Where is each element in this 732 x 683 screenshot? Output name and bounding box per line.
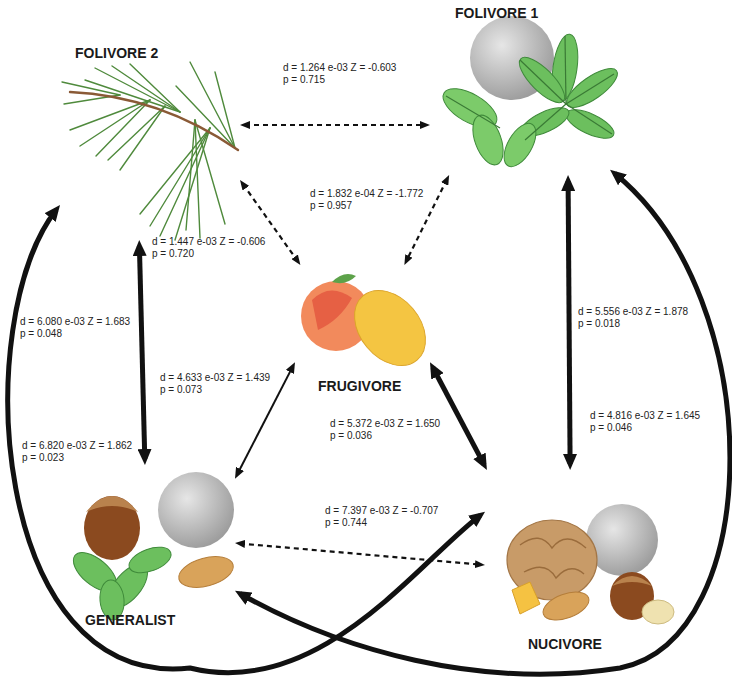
serrated-leaf-part (467, 111, 509, 169)
statistic-label: d = 1.264 e-03 Z = -0.603 p = 0.715 (283, 62, 399, 86)
pine-needles-part (186, 120, 195, 230)
pine-needles-part (140, 128, 210, 214)
almond (539, 587, 592, 626)
group-label: GENERALIST (85, 612, 175, 628)
mango (340, 277, 440, 380)
comparison-arrow (433, 368, 484, 465)
statistic-label: d = 6.080 e-03 Z = 1.683 p = 0.048 (20, 316, 136, 340)
palmate-leaf-part (562, 104, 618, 144)
frugivore-art (301, 274, 440, 379)
leaf-veins-part (566, 74, 614, 104)
feeding-group-node: FOLIVORE 2 (60, 40, 240, 240)
pine-needles-part (195, 120, 225, 224)
hazelnut (84, 496, 140, 560)
leaf-veins-part (446, 96, 500, 128)
comparison-arrow (568, 181, 570, 464)
feeding-group-node: FRUGIVORE (295, 265, 430, 400)
generalist-leaves (67, 542, 175, 621)
folivore1-art (437, 16, 623, 172)
group-label: NUCIVORE (528, 636, 602, 652)
leaf-veins-part (566, 104, 612, 134)
feeding-group-node: NUCIVORE (485, 470, 670, 660)
leaf-veins-part (565, 36, 566, 104)
corn-kernel (512, 582, 540, 614)
statistic-label: d = 1.447 e-03 Z = -0.606 p = 0.720 (152, 236, 268, 260)
hazelnut-cap (612, 576, 652, 586)
walnut-ridges (520, 538, 586, 578)
serrated-leaf (437, 81, 542, 172)
statistic-label: d = 4.816 e-03 Z = 1.645 p = 0.046 (590, 410, 706, 434)
comparison-arrow (243, 184, 298, 261)
pine-needles-part (120, 106, 165, 170)
pine-needles-part (108, 106, 165, 160)
statistic-label: d = 6.820 e-03 Z = 1.862 p = 0.023 (22, 440, 138, 464)
statistic-label: d = 7.397 e-03 Z = -0.707 p = 0.744 (325, 505, 441, 529)
nucivore-art (507, 504, 674, 625)
group-label: FOLIVORE 2 (75, 45, 158, 61)
comparison-arrow (139, 246, 144, 459)
leaf-veins-part (520, 60, 566, 104)
comparison-arrow (8, 210, 480, 673)
leaf-veins (446, 36, 614, 140)
statistic-label: d = 4.633 e-03 Z = 1.439 p = 0.073 (160, 372, 276, 396)
statistic-label: d = 1.832 e-04 Z = -1.772 p = 0.957 (310, 188, 426, 212)
pine-needles (62, 62, 235, 240)
palmate-leaf-part (513, 51, 571, 109)
hazelnut-cap (86, 496, 138, 512)
comparison-arrow (240, 544, 480, 565)
bean (642, 600, 674, 624)
statistic-label: d = 5.556 e-03 Z = 1.878 p = 0.018 (578, 306, 694, 330)
group-label: FRUGIVORE (318, 378, 401, 394)
statistic-label: d = 5.372 e-03 Z = 1.650 p = 0.036 (330, 418, 446, 442)
comparison-arrow (240, 174, 730, 675)
serrated-leaf-part (498, 118, 543, 172)
generalist-leaves-part (126, 542, 175, 578)
feeding-group-node: GENERALIST (45, 465, 235, 635)
fruit-leaf (332, 274, 356, 283)
grey-seed (158, 472, 234, 548)
pine-needles-part (195, 120, 200, 238)
feeding-group-node: FOLIVORE 1 (430, 0, 610, 175)
leaf-veins-part (525, 104, 566, 140)
pine-stem (70, 92, 238, 150)
group-label: FOLIVORE 1 (455, 5, 538, 21)
pine-needles-part (80, 100, 150, 146)
almond (175, 551, 236, 593)
peach-blush (312, 290, 352, 330)
comparison-arrow (245, 124, 425, 126)
pine-twig (62, 62, 238, 240)
generalist-art (67, 472, 237, 621)
